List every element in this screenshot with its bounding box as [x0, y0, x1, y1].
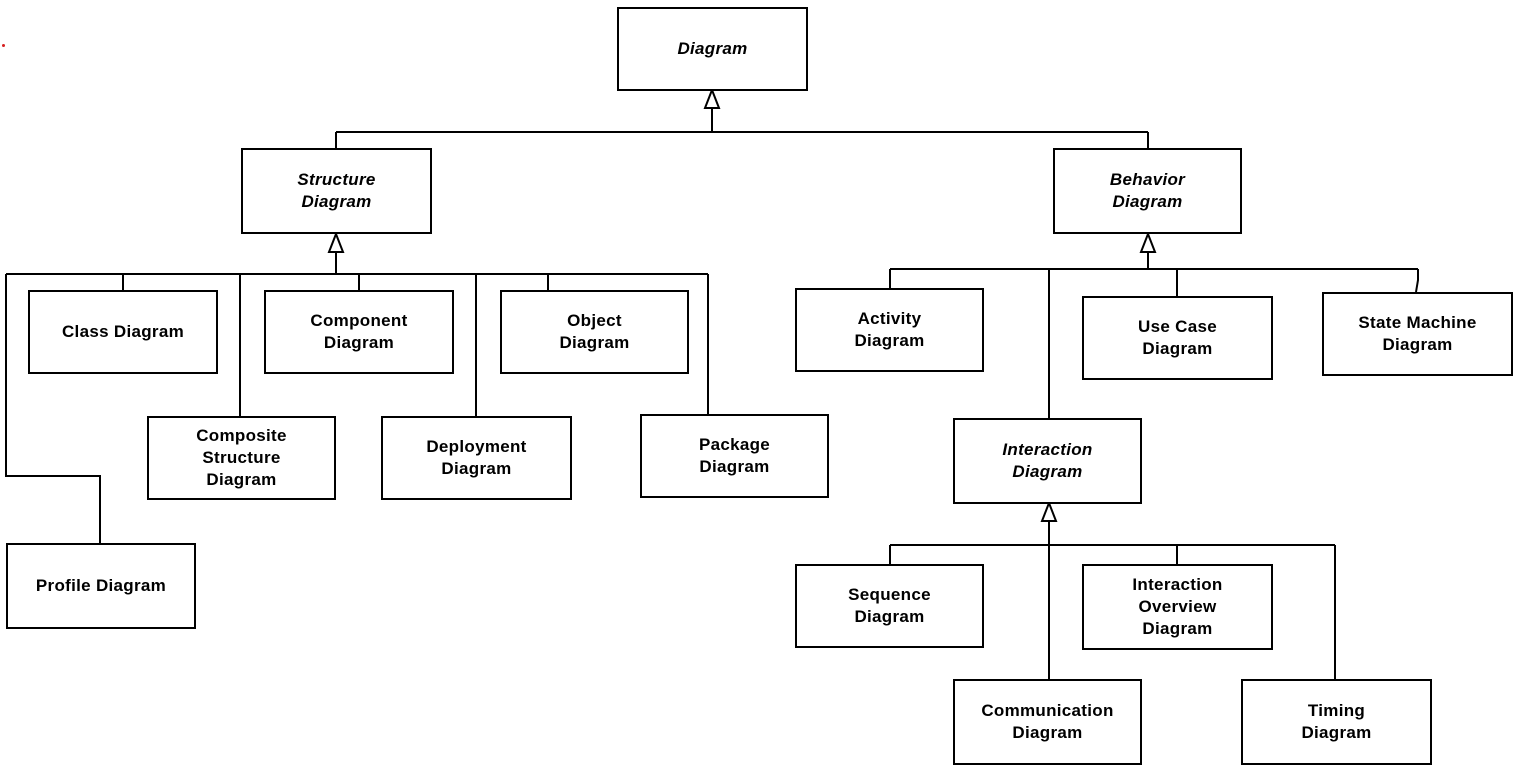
timing-diagram-node: Timing Diagram	[1241, 679, 1432, 765]
generalization-arrowhead	[703, 87, 721, 109]
deployment-diagram-node: Deployment Diagram	[381, 416, 572, 500]
use-case-diagram-node: Use Case Diagram	[1082, 296, 1273, 380]
component-diagram-node: Component Diagram	[264, 290, 454, 374]
generalization-arrowhead	[1040, 500, 1058, 522]
generalization-arrowhead	[1139, 231, 1157, 253]
diagram-node: Diagram	[617, 7, 808, 91]
object-diagram-node: Object Diagram	[500, 290, 689, 374]
interaction-diagram-node: Interaction Diagram	[953, 418, 1142, 504]
state-machine-diagram-node: State Machine Diagram	[1322, 292, 1513, 376]
class-diagram-node: Class Diagram	[28, 290, 218, 374]
activity-diagram-node: Activity Diagram	[795, 288, 984, 372]
structure-diagram-node: Structure Diagram	[241, 148, 432, 234]
behavior-diagram-node: Behavior Diagram	[1053, 148, 1242, 234]
composite-structure-diagram-node: Composite Structure Diagram	[147, 416, 336, 500]
communication-diagram-node: Communication Diagram	[953, 679, 1142, 765]
package-diagram-node: Package Diagram	[640, 414, 829, 498]
generalization-arrowhead	[327, 231, 345, 253]
interaction-overview-diagram-node: Interaction Overview Diagram	[1082, 564, 1273, 650]
red-marker-dot	[2, 44, 5, 47]
sequence-diagram-node: Sequence Diagram	[795, 564, 984, 648]
profile-diagram-node: Profile Diagram	[6, 543, 196, 629]
